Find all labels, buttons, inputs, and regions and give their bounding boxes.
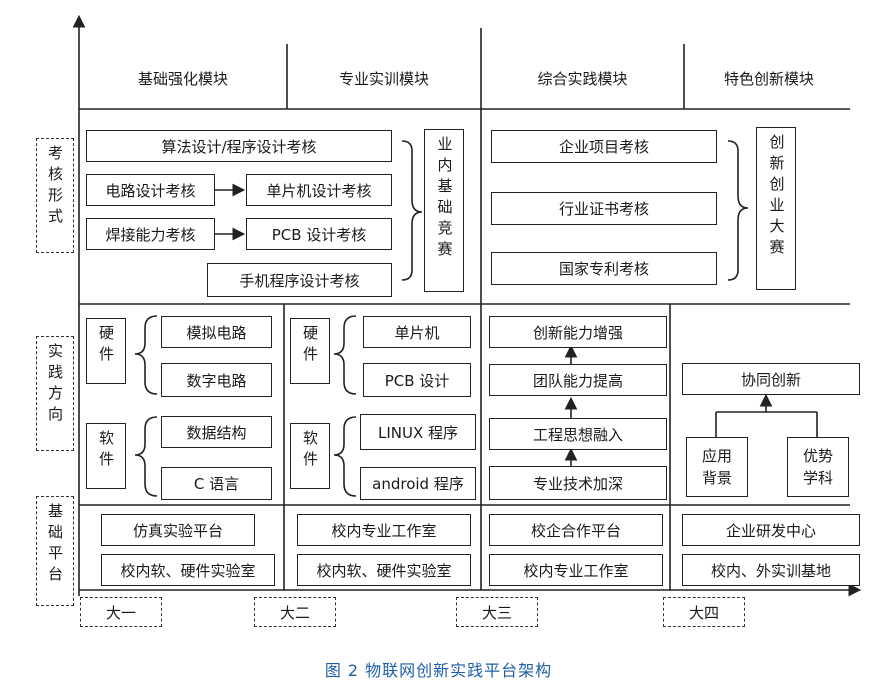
simulation-platform: 仿真实验平台 xyxy=(101,514,255,546)
pcb-practice: PCB 设计 xyxy=(363,363,471,397)
module-comprehensive: 综合实践模块 xyxy=(537,70,628,88)
analog-circuit: 模拟电路 xyxy=(161,316,272,348)
figure-caption: 图 2 物联网创新实践平台架构 xyxy=(324,661,553,680)
enterprise-project-assessment: 企业项目考核 xyxy=(491,130,717,163)
digital-circuit: 数字电路 xyxy=(161,363,272,397)
side-label-platform: 基础平台 xyxy=(36,496,74,606)
year-1: 大一 xyxy=(80,597,162,627)
mcu-assessment: 单片机设计考核 xyxy=(246,174,392,206)
industry-competition: 业内基础竞赛 xyxy=(424,129,464,292)
patent-assessment: 国家专利考核 xyxy=(491,252,717,285)
module-innovation: 特色创新模块 xyxy=(723,70,814,88)
mcu-practice: 单片机 xyxy=(363,316,471,348)
linux-program: LINUX 程序 xyxy=(360,414,476,450)
col2-studio: 校内专业工作室 xyxy=(297,514,471,546)
c-language: C 语言 xyxy=(161,467,272,500)
algorithm-assessment: 算法设计/程序设计考核 xyxy=(86,130,392,162)
col1-lab: 校内软、硬件实验室 xyxy=(101,554,275,586)
col2-software-label: 软件 xyxy=(290,423,330,489)
col1-hardware-label: 硬件 xyxy=(86,318,126,384)
data-structure: 数据结构 xyxy=(161,416,272,448)
innovation-contest: 创新创业大赛 xyxy=(756,127,796,290)
pcb-assessment: PCB 设计考核 xyxy=(246,218,392,250)
side-label-practice: 实践方向 xyxy=(36,336,74,451)
enterprise-rd-center: 企业研发中心 xyxy=(682,514,860,546)
application-background: 应用背景 xyxy=(686,437,748,497)
collaborative-innovation: 协同创新 xyxy=(682,363,860,395)
col3-studio: 校内专业工作室 xyxy=(489,554,663,586)
side-label-assessment: 考核形式 xyxy=(36,138,74,253)
advantage-discipline: 优势学科 xyxy=(787,437,849,497)
professional-skills: 专业技术加深 xyxy=(489,466,667,500)
android-program: android 程序 xyxy=(360,467,476,500)
enterprise-cooperation-platform: 校企合作平台 xyxy=(489,514,663,546)
year-3: 大三 xyxy=(456,597,538,627)
welding-assessment: 焊接能力考核 xyxy=(86,218,215,250)
engineering-thinking: 工程思想融入 xyxy=(489,418,667,450)
team-ability: 团队能力提高 xyxy=(489,364,667,396)
col1-software-label: 软件 xyxy=(86,423,126,489)
col2-hardware-label: 硬件 xyxy=(290,318,330,384)
col2-lab: 校内软、硬件实验室 xyxy=(297,554,471,586)
innovation-ability: 创新能力增强 xyxy=(489,316,667,348)
circuit-assessment: 电路设计考核 xyxy=(86,174,215,206)
industry-cert-assessment: 行业证书考核 xyxy=(491,192,717,225)
year-4: 大四 xyxy=(663,597,745,627)
year-2: 大二 xyxy=(254,597,336,627)
training-base: 校内、外实训基地 xyxy=(682,554,860,586)
module-basic: 基础强化模块 xyxy=(137,70,228,88)
mobile-assessment: 手机程序设计考核 xyxy=(207,263,392,297)
module-professional: 专业实训模块 xyxy=(338,70,429,88)
